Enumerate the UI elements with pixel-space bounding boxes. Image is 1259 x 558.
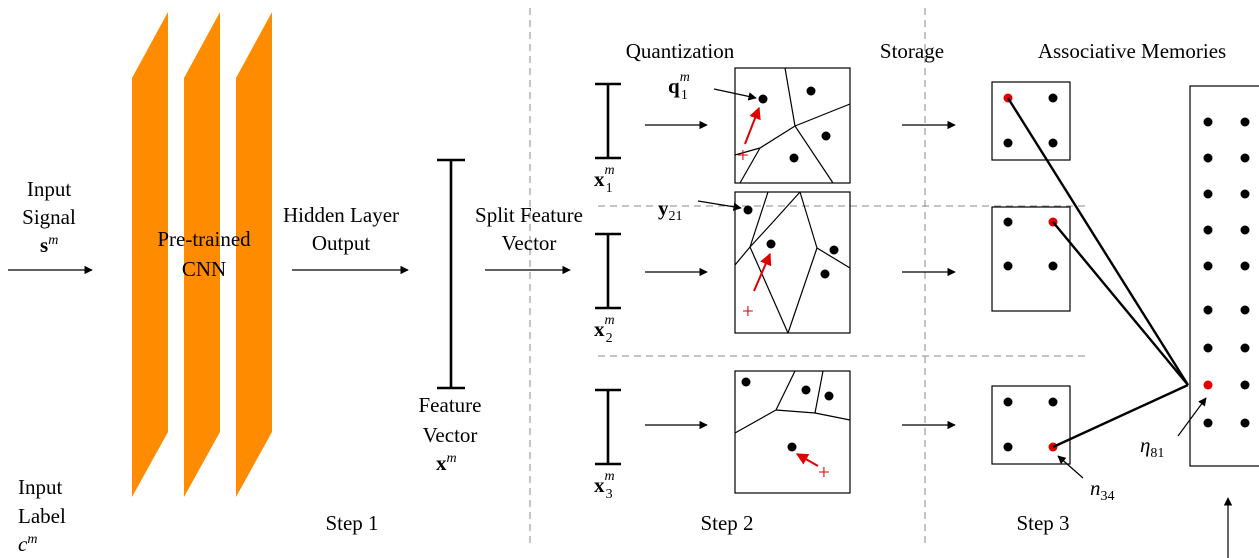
quantization-title: Quantization [626, 39, 735, 63]
red-arrow-1 [744, 106, 761, 145]
step-1-label: Step 1 [325, 511, 378, 535]
feature-vector-line2: Vector [423, 423, 478, 447]
memory-link-2 [1052, 221, 1189, 386]
input-signal-symbol: sm [40, 233, 58, 257]
eta-annotation-arrow [1177, 397, 1207, 437]
sub-vector-bar-1 [595, 82, 621, 160]
n-annotation-arrow [1057, 455, 1084, 479]
quantization-box-2 [734, 191, 851, 334]
hidden-layer-line1: Hidden Layer [283, 203, 399, 227]
memory-link-3 [1052, 383, 1189, 449]
split-line2: Vector [502, 231, 557, 255]
plus-sign-1: + [737, 143, 749, 167]
cnn-layer-2 [184, 12, 220, 497]
input-label-line1: Input [18, 475, 62, 499]
associative-memory-panel [1189, 85, 1259, 467]
cnn-layer-1 [132, 12, 168, 497]
memory-link-1 [1006, 97, 1190, 386]
feature-vector-line1: Feature [419, 393, 482, 417]
storage-box-3 [991, 385, 1071, 465]
red-arrow-3 [795, 453, 819, 467]
input-label-line2: Label [18, 504, 66, 528]
plus-sign-3: + [818, 460, 830, 484]
cnn-label-line2: CNN [182, 257, 226, 281]
quantization-box-1 [734, 67, 851, 184]
storage-box-1 [991, 81, 1071, 161]
n-annotation-label: n34 [1090, 476, 1115, 504]
plus-sign-2: + [742, 299, 754, 323]
cnn-layer-3 [236, 12, 272, 497]
eta-annotation-label: η81 [1140, 433, 1164, 461]
input-signal-line1: Input [27, 177, 71, 201]
input-signal-line2: Signal [22, 205, 76, 229]
storage-box-2 [991, 206, 1071, 312]
y-annotation-label: y21 [658, 196, 683, 224]
feature-vector-bar [437, 158, 465, 390]
hidden-layer-line2: Output [312, 231, 371, 255]
storage-title: Storage [880, 39, 944, 63]
sub-vector-bar-3 [595, 388, 621, 466]
step-2-label: Step 2 [700, 511, 753, 535]
cnn-label-line1: Pre-trained [157, 227, 251, 251]
sub-vector-bar-2 [595, 232, 621, 310]
input-label-symbol: cm [18, 532, 37, 556]
feature-vector-symbol: xm [436, 451, 457, 475]
step-3-label: Step 3 [1016, 511, 1069, 535]
y-annotation-arrow [697, 200, 742, 211]
memories-title: Associative Memories [1038, 39, 1226, 63]
red-arrow-2 [753, 252, 772, 292]
split-line1: Split Feature [475, 203, 583, 227]
q-annotation-arrow [713, 88, 757, 101]
quantization-box-3 [734, 370, 851, 494]
